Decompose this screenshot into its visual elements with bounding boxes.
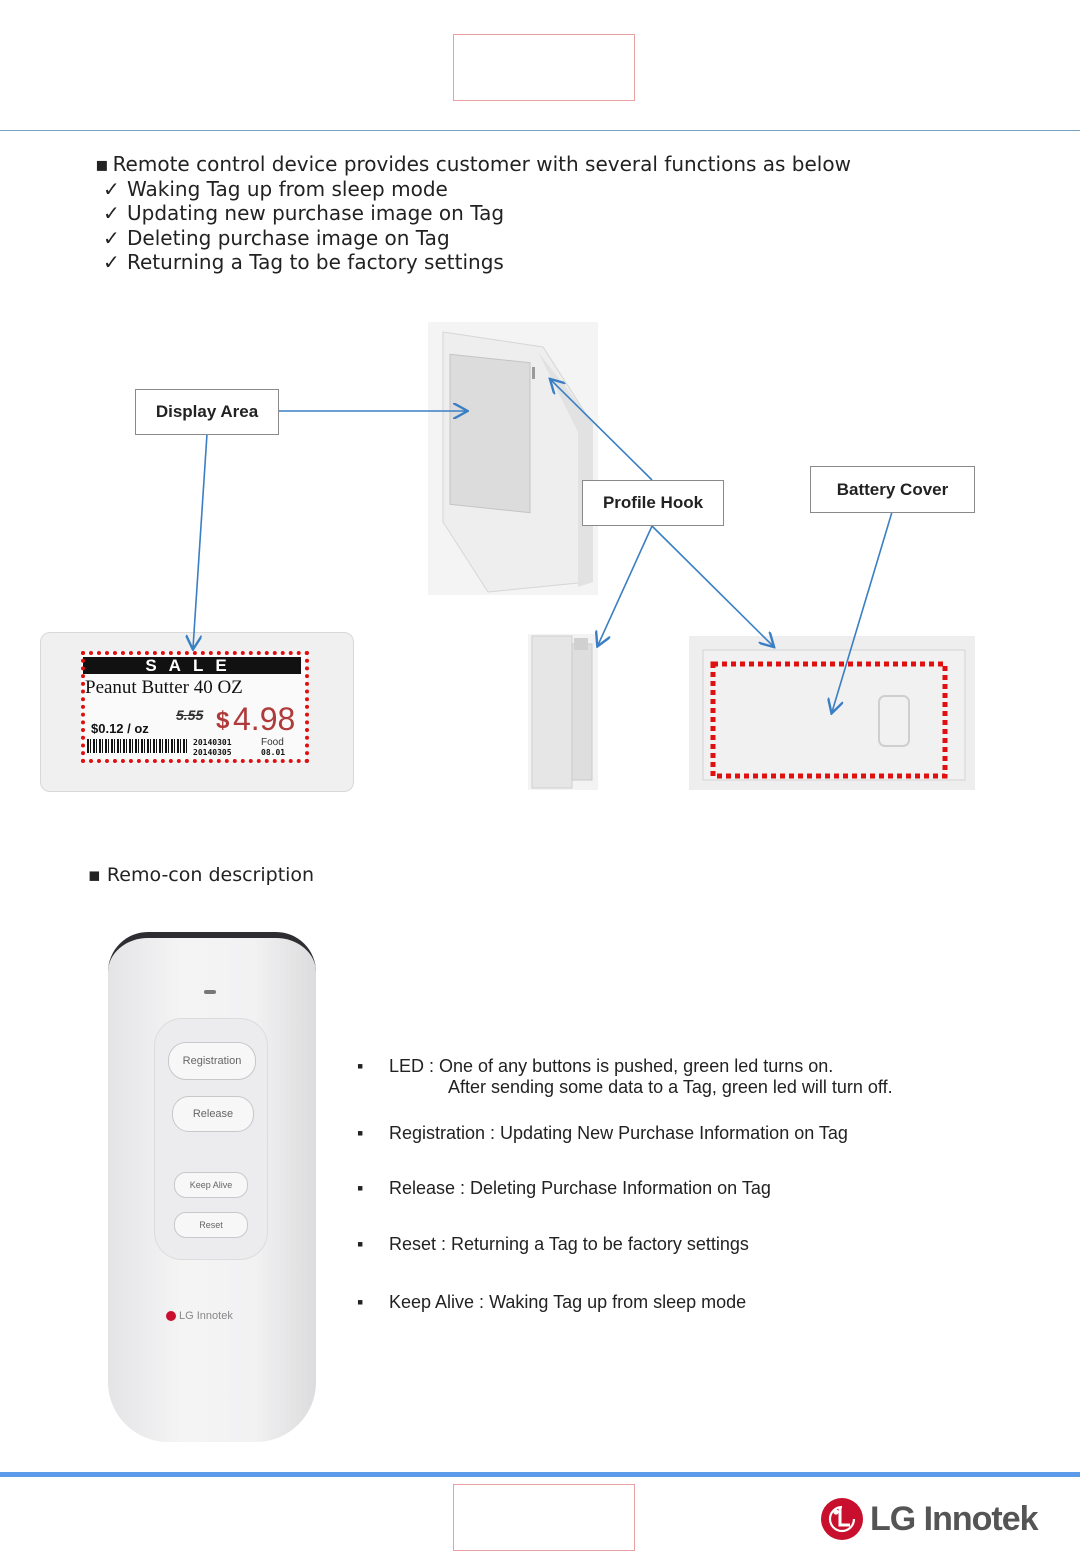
led-indicator <box>204 990 216 994</box>
product-name: Peanut Butter 40 OZ <box>85 677 243 698</box>
check-icon: ✓ <box>103 201 120 225</box>
header-placeholder-box <box>453 34 635 101</box>
unit-price: $0.12 / oz <box>91 721 149 736</box>
tag-screen: SALE Peanut Butter 40 OZ 5.55 $ 4.98 $0.… <box>81 651 309 763</box>
footer-placeholder-box <box>453 1484 635 1551</box>
display-area-outline <box>81 651 309 763</box>
footer-divider <box>0 1472 1080 1477</box>
lg-logo-icon <box>166 1311 176 1321</box>
intro-item: ✓Returning a Tag to be factory settings <box>103 250 504 274</box>
tag-side-photo <box>528 634 598 790</box>
remote-button-keep-alive[interactable]: Keep Alive <box>174 1172 248 1198</box>
header-divider <box>0 130 1080 131</box>
desc-led: ▪LED : One of any buttons is pushed, gre… <box>357 1056 893 1097</box>
remote-button-release[interactable]: Release <box>172 1096 254 1132</box>
sale-banner: SALE <box>83 657 301 674</box>
barcode <box>87 739 187 753</box>
check-icon: ✓ <box>103 225 120 250</box>
footer-logo-text: LG Innotek <box>870 1499 1039 1538</box>
footer-logo: LG Innotek <box>820 1497 1039 1541</box>
category-label: Food <box>261 737 284 748</box>
remote-button-registration[interactable]: Registration <box>168 1042 256 1080</box>
callout-profile-hook: Profile Hook <box>582 480 724 526</box>
intro-section: ▪Remote control device provides customer… <box>95 152 851 275</box>
intro-item: ✓Waking Tag up from sleep mode <box>103 176 448 201</box>
intro-item: ✓Updating new purchase image on Tag <box>103 201 505 225</box>
intro-heading: ▪Remote control device provides customer… <box>95 152 851 176</box>
check-icon: ✓ <box>103 176 120 201</box>
section-heading-remocon: ▪ Remo-con description <box>88 864 315 886</box>
desc-registration: ▪Registration : Updating New Purchase In… <box>357 1123 848 1143</box>
desc-keep-alive: ▪Keep Alive : Waking Tag up from sleep m… <box>357 1292 747 1312</box>
date-start: 20140301 <box>193 738 232 747</box>
lg-logo-icon <box>821 1498 863 1540</box>
remote-brand: LG Innotek <box>166 1310 233 1322</box>
desc-reset: ▪Reset : Returning a Tag to be factory s… <box>357 1234 749 1254</box>
date-end: 20140305 <box>193 748 232 757</box>
category-code: 08.01 <box>261 748 286 757</box>
intro-item: ✓Deleting purchase image on Tag <box>103 225 450 250</box>
esl-tag-front: SALE Peanut Butter 40 OZ 5.55 $ 4.98 $0.… <box>40 632 354 792</box>
tag-angled-photo <box>428 322 598 595</box>
callout-battery-cover: Battery Cover <box>810 466 975 513</box>
check-icon: ✓ <box>103 250 120 274</box>
sale-price: 4.98 <box>233 701 296 737</box>
old-price: 5.55 <box>176 707 204 723</box>
callout-display-area: Display Area <box>135 389 279 435</box>
desc-release: ▪Release : Deleting Purchase Information… <box>357 1178 771 1198</box>
remote-control-photo: Registration Release Keep Alive Reset LG… <box>106 932 318 1442</box>
remote-button-reset[interactable]: Reset <box>174 1212 248 1238</box>
currency-sign: $ <box>216 707 230 734</box>
